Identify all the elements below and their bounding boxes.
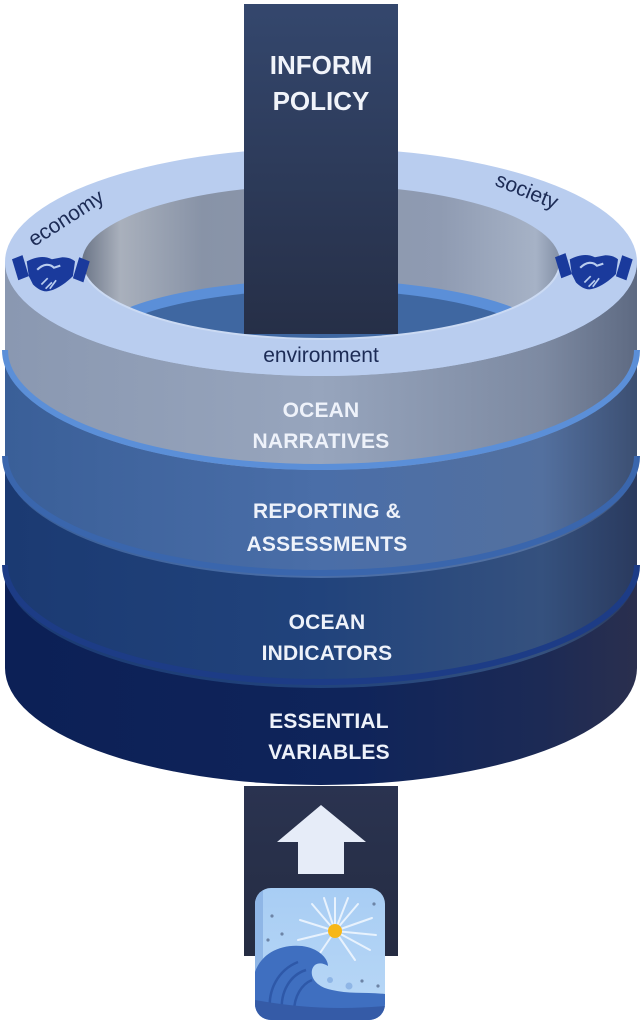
handshake-icon	[12, 255, 90, 292]
layer-label-indicators-1: OCEAN	[289, 611, 366, 634]
pillar-title-line-1: INFORM	[270, 50, 373, 80]
layer-label-indicators-2: INDICATORS	[262, 642, 393, 665]
layer-edge-indicators	[2, 564, 640, 685]
layer-label-narratives-2: NARRATIVES	[253, 430, 390, 453]
pillar-title-line-2: POLICY	[273, 86, 370, 116]
ring-front-strip	[5, 262, 637, 376]
layer-label-essential-2: VARIABLES	[268, 741, 390, 764]
ocean-wave-sun-icon	[255, 888, 385, 1020]
layer-label-essential-1: ESSENTIAL	[269, 710, 389, 733]
arrow-up-icon	[277, 805, 366, 874]
layer-edge-narratives	[2, 349, 640, 470]
layer-label-reporting-2: ASSESSMENTS	[247, 533, 408, 556]
ring-label-environment: environment	[263, 344, 379, 367]
inform-policy-pillar	[244, 4, 398, 334]
layer-label-narratives-1: OCEAN	[283, 399, 360, 422]
ring-inner-lip	[81, 261, 561, 340]
layer-label-reporting-1: REPORTING &	[253, 500, 401, 523]
layer-edge-reporting	[2, 455, 640, 576]
handshake-icon	[555, 253, 633, 290]
ring-inner-water	[96, 290, 546, 339]
